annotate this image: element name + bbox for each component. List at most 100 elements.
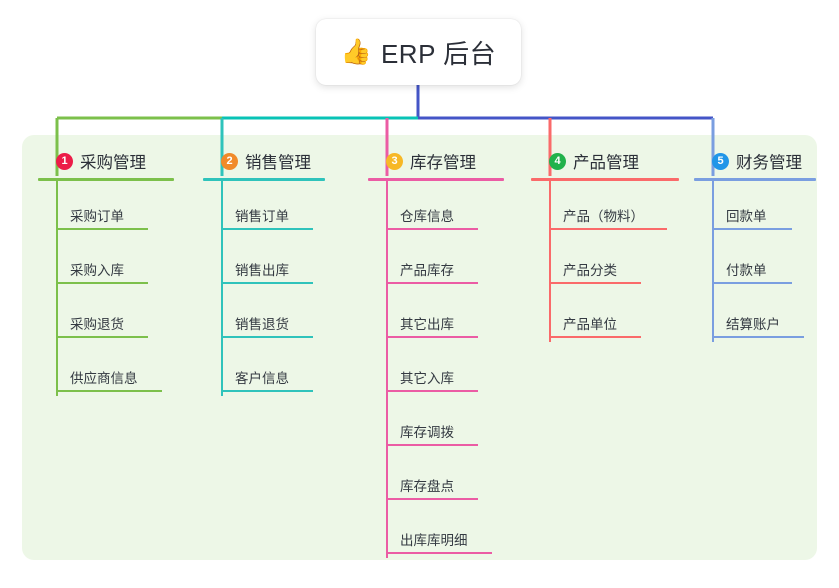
branch-header-underline: [531, 178, 679, 181]
leaf-underline: [56, 336, 148, 338]
leaf-item[interactable]: 产品单位: [549, 304, 641, 338]
branch-title: 采购管理: [80, 154, 146, 172]
branch-number-badge: 2: [221, 152, 238, 170]
leaf-item[interactable]: 仓库信息: [386, 196, 478, 230]
branch-title: 销售管理: [245, 154, 311, 172]
branch-spine: [56, 181, 58, 396]
branch-number-badge: 3: [386, 152, 403, 170]
leaf-underline: [221, 336, 313, 338]
leaf-item[interactable]: 产品库存: [386, 250, 478, 284]
leaf-label: 销售退货: [235, 317, 289, 332]
leaf-item[interactable]: 客户信息: [221, 358, 313, 392]
leaf-underline: [221, 390, 313, 392]
leaf-label: 采购入库: [70, 263, 124, 278]
branch-header-1[interactable]: 1 采购管理: [38, 148, 174, 174]
leaf-underline: [712, 336, 804, 338]
branch-panel-background: [22, 135, 817, 560]
leaf-underline: [56, 228, 148, 230]
branch-column-3: 3 库存管理仓库信息产品库存其它出库其它入库库存调拨库存盘点出库库明细: [368, 148, 504, 558]
leaf-label: 销售订单: [235, 209, 289, 224]
branch-header-underline: [38, 178, 174, 181]
leaf-item[interactable]: 销售订单: [221, 196, 313, 230]
leaf-underline: [712, 228, 792, 230]
leaf-underline: [386, 498, 478, 500]
branch-body: 产品（物料） 产品分类产品单位: [531, 181, 679, 342]
leaf-item[interactable]: 结算账户: [712, 304, 804, 338]
leaf-underline: [386, 336, 478, 338]
leaf-underline: [56, 282, 148, 284]
leaf-item[interactable]: 销售退货: [221, 304, 313, 338]
leaf-label: 结算账户: [726, 317, 780, 332]
leaf-item[interactable]: 供应商信息: [56, 358, 162, 392]
leaf-item[interactable]: 出库库明细: [386, 520, 492, 554]
leaf-underline: [56, 390, 162, 392]
leaf-label: 产品单位: [563, 317, 617, 332]
leaf-label: 客户信息: [235, 371, 289, 386]
branch-title: 库存管理: [410, 154, 476, 172]
leaf-label: 库存盘点: [400, 479, 454, 494]
branch-body: 回款单付款单结算账户: [694, 181, 816, 342]
leaf-underline: [221, 228, 313, 230]
leaf-underline: [549, 228, 667, 230]
leaf-item[interactable]: 其它入库: [386, 358, 478, 392]
leaf-label: 库存调拨: [400, 425, 454, 440]
root-node[interactable]: 👍 ERP 后台: [316, 19, 521, 85]
branch-header-3[interactable]: 3 库存管理: [368, 148, 504, 174]
leaf-item[interactable]: 产品（物料）: [549, 196, 667, 230]
leaf-label: 其它入库: [400, 371, 454, 386]
branch-header-underline: [203, 178, 325, 181]
leaf-label: 产品分类: [563, 263, 617, 278]
branch-column-5: 5 财务管理回款单付款单结算账户: [694, 148, 816, 342]
leaf-item[interactable]: 采购退货: [56, 304, 148, 338]
leaf-item[interactable]: 采购入库: [56, 250, 148, 284]
leaf-label: 产品库存: [400, 263, 454, 278]
leaf-underline: [386, 552, 492, 554]
branch-number-badge: 5: [712, 152, 729, 170]
leaf-item[interactable]: 库存调拨: [386, 412, 478, 446]
leaf-label: 供应商信息: [70, 371, 138, 386]
leaf-item[interactable]: 销售出库: [221, 250, 313, 284]
leaf-item[interactable]: 付款单: [712, 250, 792, 284]
root-title: ERP 后台: [380, 38, 497, 69]
leaf-item[interactable]: 其它出库: [386, 304, 478, 338]
branch-column-2: 2 销售管理销售订单销售出库销售退货客户信息: [203, 148, 325, 396]
leaf-item[interactable]: 回款单: [712, 196, 792, 230]
branch-header-underline: [368, 178, 504, 181]
leaf-underline: [221, 282, 313, 284]
branch-spine: [221, 181, 223, 396]
branch-number-badge: 1: [56, 152, 73, 170]
branch-spine: [386, 181, 388, 558]
leaf-underline: [386, 444, 478, 446]
leaf-label: 付款单: [726, 263, 767, 278]
leaf-label: 出库库明细: [400, 533, 468, 548]
branch-header-5[interactable]: 5 财务管理: [694, 148, 816, 174]
leaf-underline: [712, 282, 792, 284]
branch-title: 财务管理: [736, 154, 802, 172]
leaf-label: 产品（物料）: [563, 209, 644, 224]
branch-spine: [549, 181, 551, 342]
leaf-label: 销售出库: [235, 263, 289, 278]
branch-column-4: 4 产品管理产品（物料） 产品分类产品单位: [531, 148, 679, 342]
thumbs-up-icon: 👍: [340, 37, 372, 66]
branch-body: 销售订单销售出库销售退货客户信息: [203, 181, 325, 396]
leaf-label: 其它出库: [400, 317, 454, 332]
branch-header-4[interactable]: 4 产品管理: [531, 148, 679, 174]
leaf-underline: [386, 228, 478, 230]
leaf-label: 采购退货: [70, 317, 124, 332]
leaf-item[interactable]: 采购订单: [56, 196, 148, 230]
branch-header-2[interactable]: 2 销售管理: [203, 148, 325, 174]
branch-column-1: 1 采购管理采购订单采购入库采购退货供应商信息: [38, 148, 174, 396]
leaf-underline: [549, 336, 641, 338]
branch-title: 产品管理: [573, 154, 639, 172]
leaf-underline: [386, 282, 478, 284]
leaf-item[interactable]: 产品分类: [549, 250, 641, 284]
leaf-item[interactable]: 库存盘点: [386, 466, 478, 500]
leaf-label: 仓库信息: [400, 209, 454, 224]
branch-number-badge: 4: [549, 152, 566, 170]
branch-spine: [712, 181, 714, 342]
leaf-underline: [549, 282, 641, 284]
branch-header-underline: [694, 178, 816, 181]
leaf-label: 回款单: [726, 209, 767, 224]
leaf-underline: [386, 390, 478, 392]
